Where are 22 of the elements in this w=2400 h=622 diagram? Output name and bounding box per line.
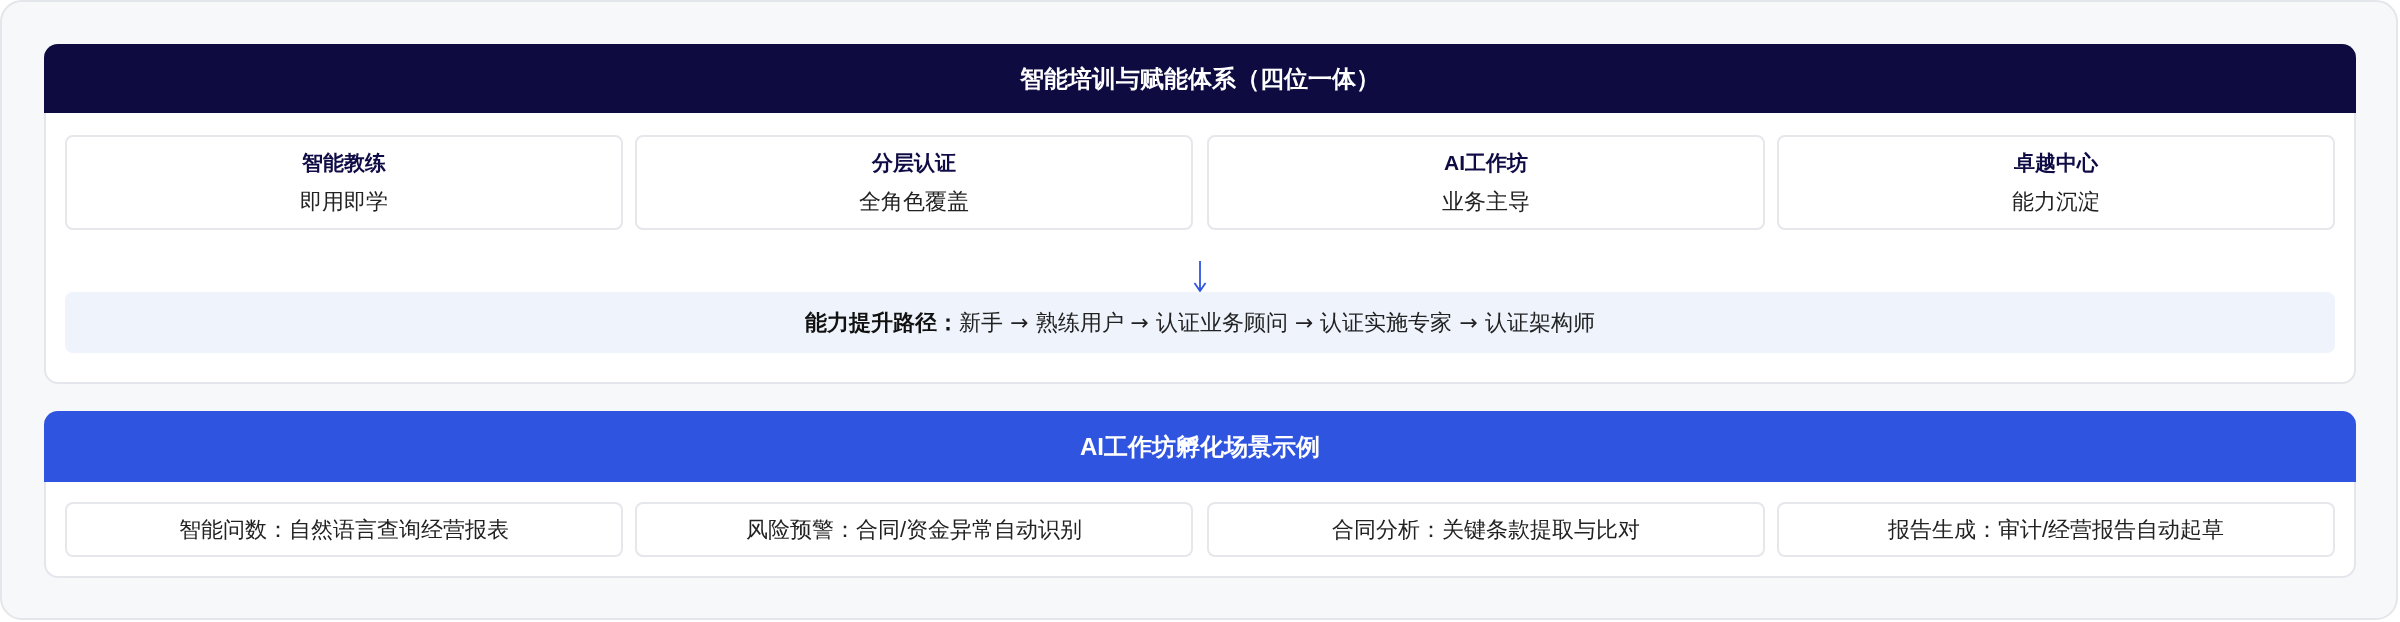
scenario-card: 合同分析：关键条款提取与比对: [1207, 502, 1765, 557]
card-title: 分层认证: [872, 150, 956, 176]
scenario-card: 报告生成：审计/经营报告自动起草: [1777, 502, 2335, 557]
card-title: 智能教练: [302, 150, 386, 176]
card-title: 卓越中心: [2014, 150, 2098, 176]
pillar-card: [1207, 135, 1765, 230]
panel: [44, 411, 2356, 578]
path-banner: 能力提升路径：新手 → 熟练用户 → 认证业务顾问 → 认证实施专家 → 认证架构师: [65, 292, 2335, 353]
panel-header: 智能培训与赋能体系（四位一体）: [44, 44, 2356, 113]
panel: [44, 44, 2356, 384]
arrow: [1193, 260, 1207, 292]
pillar-card: [1777, 135, 2335, 230]
scenario-card: 风险预警：合同/资金异常自动识别: [635, 502, 1193, 557]
pillar-card: [65, 135, 623, 230]
card-subtitle: 能力沉淀: [2012, 189, 2100, 215]
scenario-card: 智能问数：自然语言查询经营报表: [65, 502, 623, 557]
panel-header: AI工作坊孵化场景示例: [44, 411, 2356, 482]
card-subtitle: 即用即学: [300, 189, 388, 215]
card-subtitle: 业务主导: [1442, 189, 1530, 215]
pillar-card: [635, 135, 1193, 230]
card-title: AI工作坊: [1444, 150, 1528, 176]
card-subtitle: 全角色覆盖: [859, 189, 969, 215]
